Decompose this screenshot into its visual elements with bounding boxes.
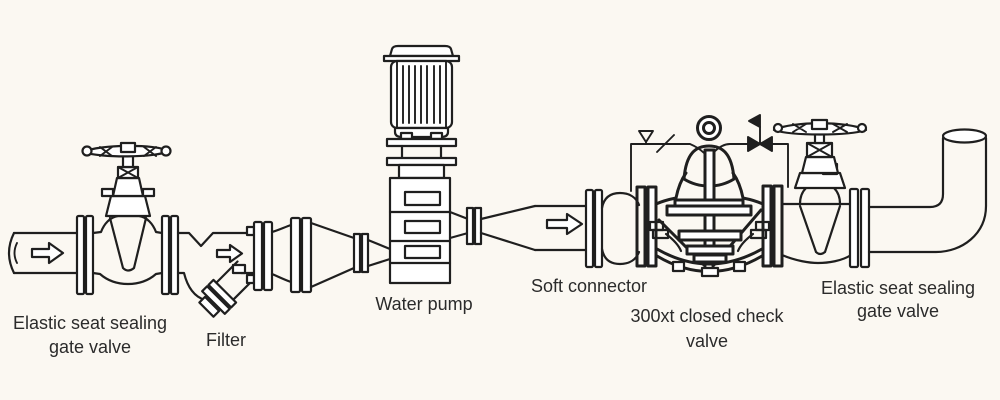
label-filter: Filter — [206, 330, 246, 350]
flow-arrow-icon — [545, 212, 584, 236]
label-check-valve: 300xt closed check — [630, 306, 784, 326]
label-check-valve: valve — [686, 331, 728, 351]
gate-valve-left — [75, 141, 180, 296]
labels: Elastic seat sealing gate valve Filter W… — [13, 276, 975, 357]
label-soft-connector: Soft connector — [531, 276, 647, 296]
pump-motor — [382, 44, 461, 141]
soft-connector — [584, 188, 641, 269]
pilot-strainer-icon — [638, 130, 654, 145]
outlet-elbow — [867, 128, 988, 254]
label-gate-valve-left: gate valve — [49, 337, 131, 357]
label-gate-valve-left: Elastic seat sealing — [13, 313, 167, 333]
label-gate-valve-right: gate valve — [857, 301, 939, 321]
water-pump — [382, 44, 483, 285]
inlet-pipe — [7, 231, 79, 275]
label-water-pump: Water pump — [375, 294, 472, 314]
y-filter — [176, 231, 256, 318]
pilot-ball-valve-icon — [656, 134, 675, 153]
label-gate-valve-right: Elastic seat sealing — [821, 278, 975, 298]
flow-arrow-icon — [30, 241, 65, 265]
suction-reducer-train — [245, 216, 392, 294]
pilot-valve-icon — [747, 136, 773, 152]
handwheel-icon — [772, 118, 868, 136]
handwheel-icon — [81, 141, 172, 158]
pilot-piping — [630, 114, 789, 192]
discharge-pipe — [479, 204, 588, 252]
flow-arrow-icon — [215, 243, 244, 264]
gate-valve-right — [772, 118, 871, 269]
check-valve — [630, 114, 789, 278]
